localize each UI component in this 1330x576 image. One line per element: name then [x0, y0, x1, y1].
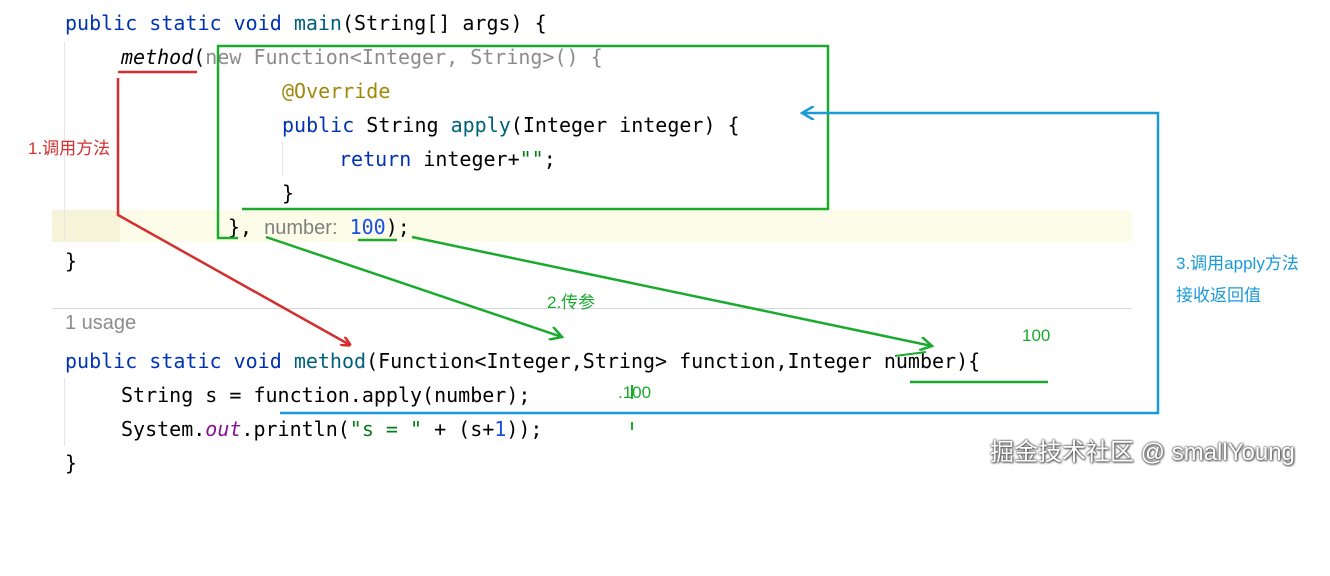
code-line-println: System.out.println("s = " + (s+1)); — [121, 417, 543, 441]
step2-label: 2.传参 — [547, 293, 596, 312]
code-line-override: @Override — [282, 79, 391, 103]
step1-label: 1.调用方法 — [28, 139, 111, 158]
code-line-return: return integer+""; — [339, 147, 556, 171]
anonymous-class-box — [216, 44, 830, 240]
code-line-apply-signature: public String apply(Integer integer) { — [282, 113, 740, 137]
step3-label-line1: 3.调用apply方法 — [1176, 254, 1299, 273]
code-line-apply-call: String s = function.apply(number); — [121, 383, 531, 407]
indent-guide — [64, 378, 65, 446]
code-line-close-main: } — [65, 249, 78, 273]
method-separator — [52, 308, 1132, 309]
return-value-label: .100 — [618, 383, 652, 402]
watermark: 掘金技术社区 @ smallYoung — [990, 439, 1295, 466]
code-line-call-end: }, number: 100); — [228, 215, 410, 239]
code-line-method-signature: public static void method(Function<Integ… — [65, 349, 981, 373]
call-method-arrow — [116, 78, 350, 345]
annotation-overlay — [116, 44, 1160, 430]
usage-count-hint[interactable]: 1 usage — [65, 312, 137, 334]
indent-guide — [64, 42, 65, 240]
current-line-gutter-highlight — [52, 210, 120, 242]
parameter-hint: number: — [264, 217, 338, 239]
tick-mark — [894, 351, 927, 357]
step3-label-line2: 接收返回值 — [1176, 286, 1261, 305]
number-value-label: 100 — [1022, 326, 1051, 345]
pass-function-arrow — [265, 235, 562, 337]
indent-guide — [282, 142, 283, 176]
apply-return-arrow — [280, 113, 1160, 415]
code-line-method-call: method(new Function<Integer, String>() { — [121, 45, 603, 69]
code-line-main-signature: public static void main(String[] args) { — [65, 11, 547, 35]
pass-number-arrow — [411, 235, 932, 346]
code-line-close-method: } — [65, 451, 78, 475]
current-line-highlight — [52, 210, 1132, 242]
code-editor[interactable]: public static void main(String[] args) {… — [0, 0, 1330, 479]
code-line-close-apply: } — [282, 181, 295, 205]
